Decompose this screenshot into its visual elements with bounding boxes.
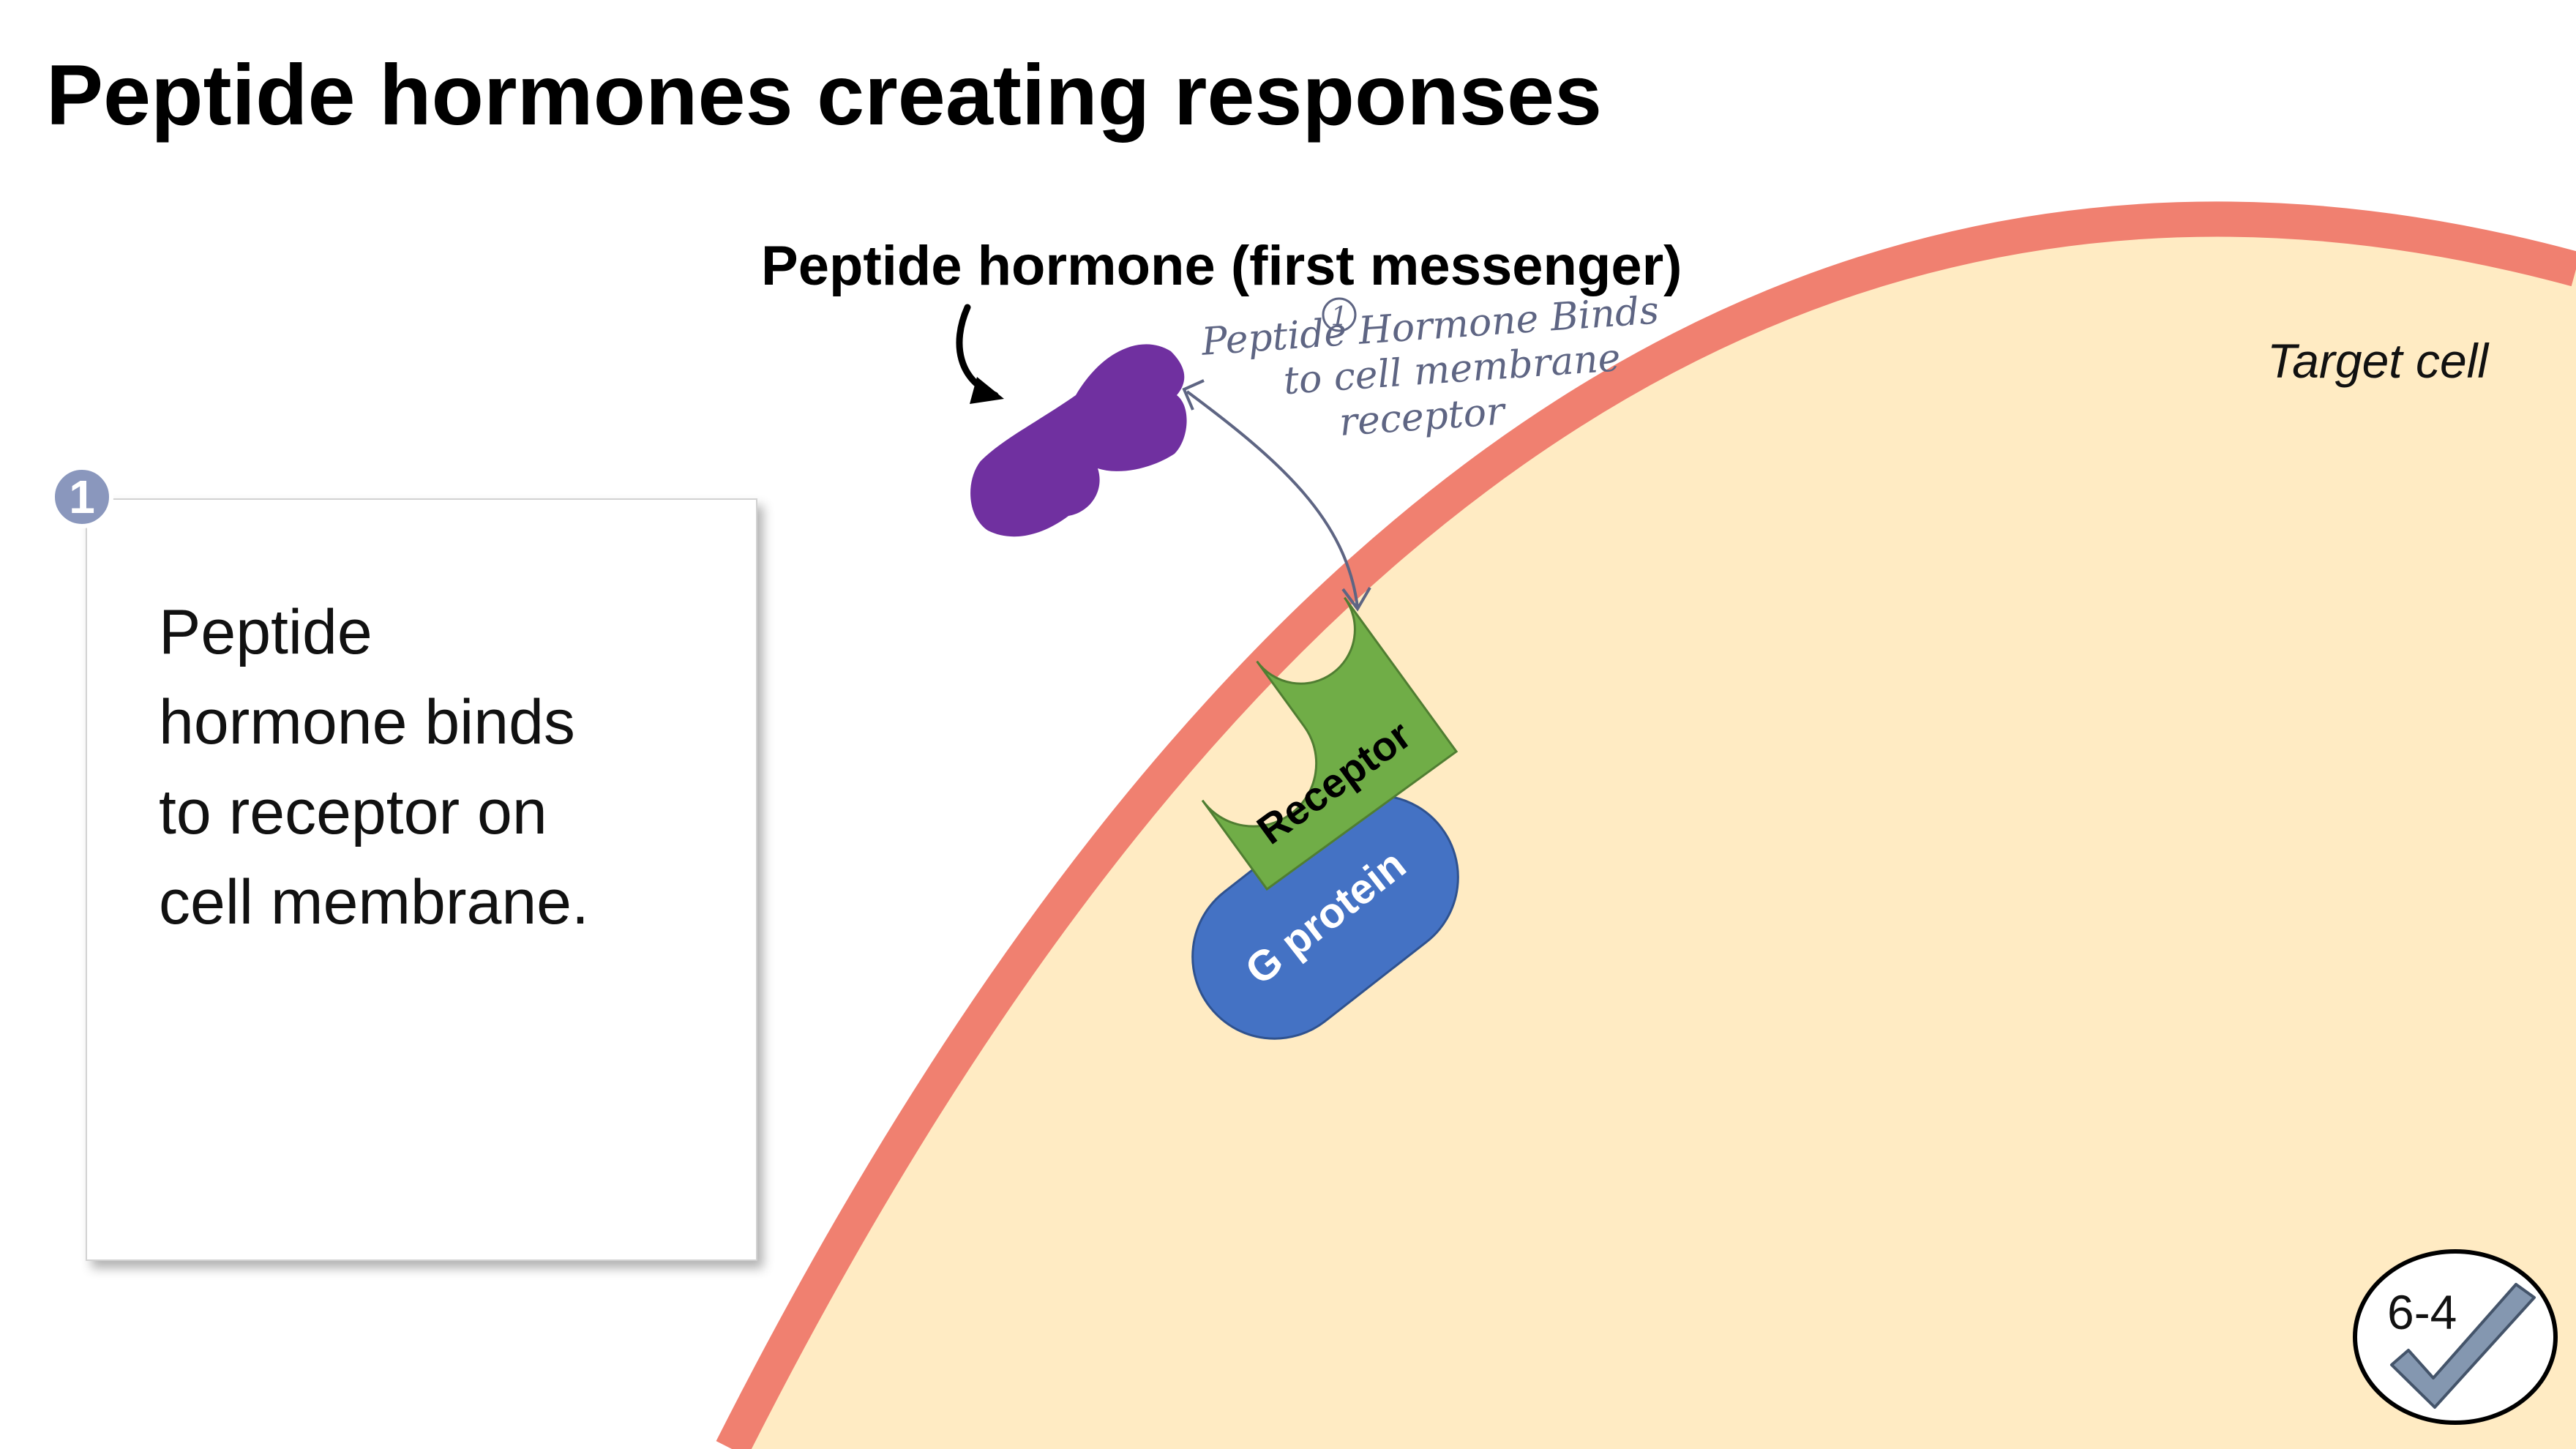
step-text-line: cell membrane. [159, 866, 589, 937]
annotation-number: 1 [1331, 302, 1348, 332]
check-badge[interactable] [2351, 1248, 2560, 1426]
step-text-line: Peptide [159, 597, 372, 667]
handwritten-annotation: Peptide Hormone Binds to cell membrane r… [1200, 288, 1660, 455]
check-badge-label: 6-4 [2387, 1285, 2457, 1339]
check-icon [2390, 1283, 2536, 1409]
hormone-label: Peptide hormone (first messenger) [761, 235, 1682, 297]
page-title: Peptide hormones creating responses [46, 47, 1603, 143]
peptide-hormone [970, 344, 1187, 537]
annotation-arrow [1186, 390, 1359, 608]
step-text-line: to receptor on [159, 776, 547, 847]
target-cell [732, 219, 2576, 1449]
cell-membrane [716, 201, 2576, 1449]
annotation-number-circle [1322, 297, 1357, 332]
target-cell-label: Target cell [2266, 334, 2488, 388]
hormone-pointer-arrowhead [970, 377, 1004, 404]
step-text: Peptide hormone binds to receptor on cel… [159, 588, 730, 948]
step-text-line: hormone binds [159, 686, 575, 757]
step-card: Peptide hormone binds to receptor on cel… [86, 498, 757, 1261]
step-number-badge: 1 [50, 465, 113, 528]
annotation-arrowhead-top [1182, 379, 1205, 411]
annotation-arrowhead-bottom [1341, 586, 1371, 612]
